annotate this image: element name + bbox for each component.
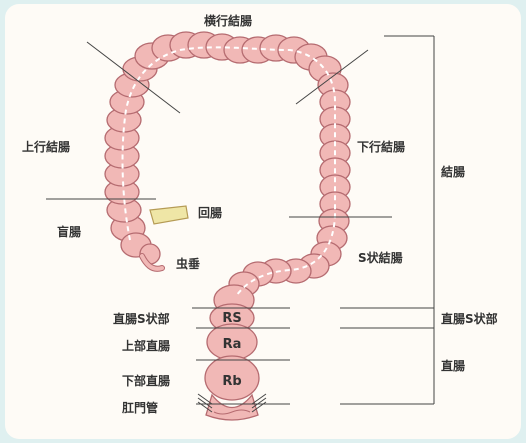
- segment-rb: Rb: [222, 374, 241, 389]
- segment-ra: Ra: [223, 337, 242, 352]
- label-lower-rectum: 下部直腸: [122, 373, 170, 388]
- label-appendix: 虫垂: [176, 256, 200, 271]
- ileum: [150, 206, 188, 224]
- colon-tube: [105, 32, 350, 420]
- segment-rs: RS: [222, 311, 241, 326]
- label-ileum: 回腸: [198, 206, 222, 220]
- label-ascending-colon: 上行結腸: [22, 139, 70, 154]
- label-cecum: 盲腸: [57, 224, 81, 239]
- bracket-label-colon: 結腸: [441, 164, 465, 179]
- label-rectosigmoid: 直腸S状部: [113, 311, 170, 326]
- label-transverse-colon: 横行結腸: [204, 13, 252, 28]
- bracket-label-rectum: 直腸: [441, 358, 465, 373]
- label-sigmoid-colon: S状結腸: [358, 250, 403, 265]
- bracket-label-rectosigmoid: 直腸S状部: [441, 311, 498, 326]
- label-descending-colon: 下行結腸: [357, 139, 405, 154]
- label-upper-rectum: 上部直腸: [122, 338, 170, 353]
- label-anal-canal: 肛門管: [122, 400, 158, 415]
